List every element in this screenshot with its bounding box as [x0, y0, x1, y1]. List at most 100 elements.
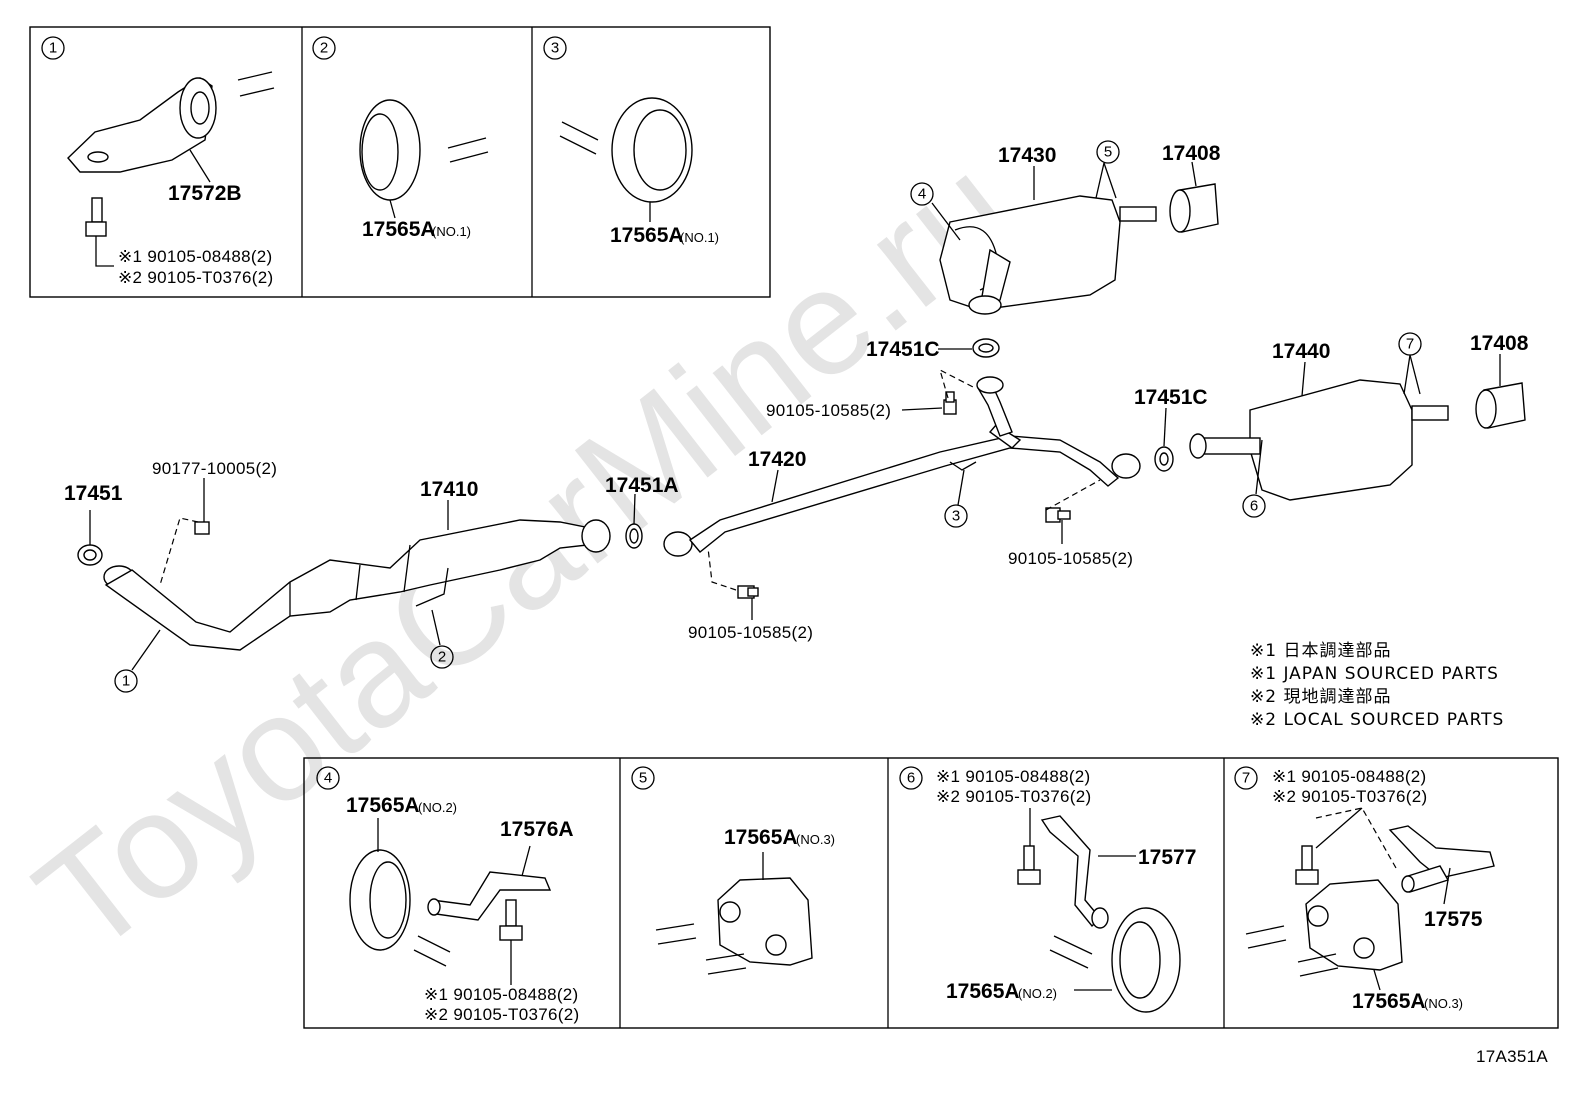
- box-4-fastener-2: ※2 90105-T0376(2): [424, 1005, 579, 1024]
- box-7-fastener-1: ※1 90105-08488(2): [1272, 767, 1427, 786]
- tail-pipe-tip-17408-lower[interactable]: [1475, 382, 1526, 429]
- detail-box-7[interactable]: 7 ※1 90105-08488(2) ※2 90105-T0376(2) 17…: [1234, 766, 1495, 1013]
- box-6-fastener-2: ※2 90105-T0376(2): [936, 787, 1091, 806]
- svg-text:2: 2: [438, 649, 446, 666]
- bracket-17575-drawing: [1388, 825, 1495, 905]
- fastener-90177-10005-label: 90177-10005(2): [152, 459, 277, 478]
- part-17565A-label: 17565A: [362, 218, 436, 241]
- diagram-code: 17A351A: [1476, 1047, 1548, 1066]
- bolt-icon: [737, 585, 759, 599]
- part-tag-no3: (NO.3): [796, 832, 835, 847]
- callout-4[interactable]: 4: [910, 182, 934, 206]
- callout-7[interactable]: 7: [1398, 332, 1422, 356]
- box-2-callout: 2: [312, 36, 336, 60]
- svg-text:3: 3: [551, 40, 559, 57]
- box-4-callout: 4: [316, 766, 340, 790]
- rubber-hanger-no1-drawing: [559, 97, 693, 203]
- rubber-hanger-no2-drawing: [1049, 907, 1181, 1013]
- detail-box-5[interactable]: 5 17565A (NO.3): [631, 766, 835, 975]
- detail-box-1[interactable]: 1 17572B ※1 90105-08488(2) ※2 90105-T037…: [41, 36, 275, 287]
- fastener-90105-10585-mid-label: 90105-10585(2): [688, 623, 813, 642]
- svg-text:2: 2: [320, 40, 328, 57]
- gasket-17451A[interactable]: [625, 523, 643, 549]
- part-17572B-label: 17572B: [168, 182, 242, 205]
- part-17451A-label: 17451A: [605, 474, 679, 497]
- bracket-17572B-drawing: [67, 71, 275, 173]
- svg-text:5: 5: [1104, 144, 1112, 161]
- note-line-4: ※2 LOCAL SOURCED PARTS: [1250, 710, 1504, 730]
- part-tag-no2: (NO.2): [418, 800, 457, 815]
- callout-2[interactable]: 2: [430, 645, 454, 669]
- bottom-detail-boxes: [303, 757, 1559, 1029]
- box-5-callout: 5: [631, 766, 655, 790]
- front-exhaust-pipe-17410[interactable]: [103, 519, 611, 651]
- callout-6[interactable]: 6: [1242, 494, 1266, 518]
- part-17410-label: 17410: [420, 478, 478, 501]
- bolt-icon: [1017, 845, 1041, 885]
- box-3-callout: 3: [543, 36, 567, 60]
- bolt-icon: [499, 899, 523, 941]
- center-exhaust-pipe-17420[interactable]: [663, 376, 1141, 557]
- sourcing-notes: ※1 日本調達部品 ※1 JAPAN SOURCED PARTS ※2 現地調達…: [1250, 641, 1504, 730]
- fastener-90105-10585-upper-label: 90105-10585(2): [766, 401, 891, 420]
- callout-3[interactable]: 3: [944, 504, 968, 528]
- svg-text:6: 6: [1250, 498, 1258, 515]
- part-17408-upper-label: 17408: [1162, 142, 1221, 165]
- box-1-fastener-2: ※2 90105-T0376(2): [118, 268, 273, 287]
- svg-text:5: 5: [639, 770, 647, 787]
- part-17565A-label: 17565A: [610, 224, 684, 247]
- box-1-callout: 1: [41, 36, 65, 60]
- part-tag-no1: (NO.1): [680, 230, 719, 245]
- part-17451-label: 17451: [64, 482, 123, 505]
- svg-text:4: 4: [918, 186, 926, 203]
- bracket-17577-drawing: [1040, 815, 1136, 929]
- part-17565A-label: 17565A: [1352, 990, 1426, 1013]
- svg-text:7: 7: [1242, 770, 1250, 787]
- part-17451C-upper-label: 17451C: [866, 338, 940, 361]
- box-7-fastener-2: ※2 90105-T0376(2): [1272, 787, 1427, 806]
- muffler-17430[interactable]: [939, 195, 1157, 315]
- part-17408-lower-label: 17408: [1470, 332, 1529, 355]
- bracket-17576A-drawing: [427, 845, 552, 921]
- box-4-fastener-1: ※1 90105-08488(2): [424, 985, 579, 1004]
- callout-5[interactable]: 5: [1096, 140, 1120, 164]
- note-line-2: ※1 JAPAN SOURCED PARTS: [1250, 664, 1499, 684]
- tail-pipe-tip-17408-upper[interactable]: [1169, 183, 1219, 233]
- bolt-icon: [1295, 845, 1319, 885]
- svg-text:1: 1: [49, 40, 57, 57]
- part-17565A-label: 17565A: [724, 826, 798, 849]
- gasket-17451C-front[interactable]: [1154, 446, 1174, 472]
- part-tag-no1: (NO.1): [432, 224, 471, 239]
- detail-box-3[interactable]: 3 17565A (NO.1): [543, 36, 719, 247]
- detail-box-4[interactable]: 4 17565A (NO.2) 17576A ※1 90105-08488(2)…: [316, 766, 579, 1024]
- svg-text:1: 1: [122, 673, 130, 690]
- muffler-17440[interactable]: [1189, 379, 1449, 501]
- gasket-17451C-upper[interactable]: [972, 338, 1000, 358]
- part-17565A-label: 17565A: [946, 980, 1020, 1003]
- part-17577-label: 17577: [1138, 846, 1196, 869]
- bolt-icon: [85, 197, 107, 237]
- note-line-3: ※2 現地調達部品: [1250, 687, 1391, 707]
- part-tag-no2: (NO.2): [1018, 986, 1057, 1001]
- svg-text:7: 7: [1406, 336, 1414, 353]
- bolt-icon: [943, 391, 957, 415]
- part-17430-label: 17430: [998, 144, 1056, 167]
- detail-box-6[interactable]: 6 ※1 90105-08488(2) ※2 90105-T0376(2) 17…: [899, 766, 1196, 1013]
- svg-text:3: 3: [952, 508, 960, 525]
- main-assembly: [77, 161, 1526, 671]
- fastener-90105-10585-right-label: 90105-10585(2): [1008, 549, 1133, 568]
- part-17420-label: 17420: [748, 448, 806, 471]
- box-7-callout: 7: [1234, 766, 1258, 790]
- part-17451C-front-label: 17451C: [1134, 386, 1208, 409]
- rubber-hanger-no3-drawing: [1245, 879, 1403, 991]
- gasket-17451[interactable]: [77, 544, 103, 566]
- part-tag-no3: (NO.3): [1424, 996, 1463, 1011]
- detail-box-2[interactable]: 2 17565A (NO.1): [312, 36, 489, 241]
- part-17575-label: 17575: [1424, 908, 1483, 931]
- part-17576A-label: 17576A: [500, 818, 574, 841]
- callout-1[interactable]: 1: [114, 669, 138, 693]
- part-17440-label: 17440: [1272, 340, 1330, 363]
- box-6-fastener-1: ※1 90105-08488(2): [936, 767, 1091, 786]
- note-line-1: ※1 日本調達部品: [1250, 641, 1391, 661]
